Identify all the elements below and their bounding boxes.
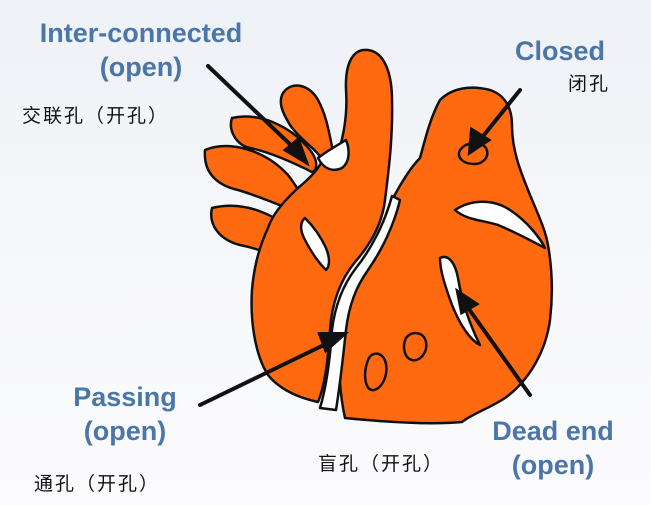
- interconnected-cn-label: 交联孔（开孔）: [22, 105, 170, 127]
- interconnected-pore-gap-2: [299, 216, 331, 272]
- closed-label: Closed: [490, 34, 630, 68]
- passing-pore-channel: [318, 194, 402, 412]
- dead-end-label: Dead end (open): [468, 414, 638, 482]
- dead-end-cn-label: 盲孔（开孔）: [318, 453, 445, 475]
- passing-title: Passing: [73, 382, 177, 412]
- passing-label: Passing (open): [40, 380, 210, 448]
- rock-body-left: [250, 48, 394, 404]
- dead-end-subtitle: (open): [511, 450, 595, 480]
- isolated-pore-1: [363, 352, 388, 392]
- dead-end-arrowhead: [455, 287, 480, 316]
- dead-end-title: Dead end: [492, 416, 614, 446]
- dead-end-arrow-line: [464, 303, 532, 397]
- isolated-pore-2: [402, 331, 428, 362]
- rock-finger-upper: [229, 115, 318, 174]
- interconnected-title: Inter-connected: [39, 18, 243, 48]
- interconnected-label: Inter-connected (open): [10, 16, 272, 84]
- interconnected-arrowhead: [282, 136, 310, 167]
- interconnected-subtitle: (open): [99, 52, 183, 82]
- passing-subtitle: (open): [83, 416, 167, 446]
- closed-title: Closed: [514, 36, 606, 66]
- closed-cn-label: 闭孔: [568, 73, 611, 95]
- closed-arrow-line: [478, 88, 522, 142]
- closed-arrowhead: [467, 126, 492, 156]
- interconnected-arrow-line: [206, 64, 298, 152]
- passing-cn-label: 通孔（开孔）: [34, 473, 161, 495]
- rock-notch: [453, 200, 547, 250]
- interconnected-pore-gap: [316, 138, 350, 172]
- passing-arrowhead: [317, 332, 350, 354]
- passing-arrow-line: [198, 340, 332, 407]
